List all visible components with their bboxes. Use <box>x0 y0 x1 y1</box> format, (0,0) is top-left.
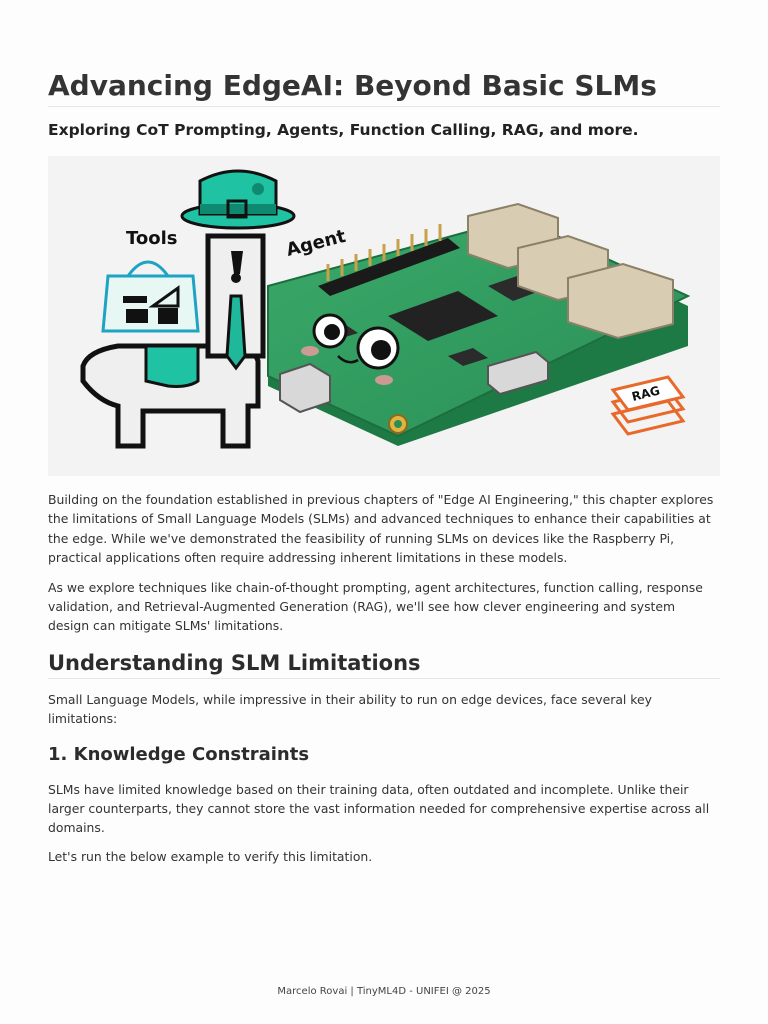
board-face <box>301 313 400 385</box>
page-footer: Marcelo Rovai | TinyML4D - UNIFEI @ 2025 <box>277 986 491 997</box>
page-title: Advancing EdgeAI: Beyond Basic SLMs <box>48 68 720 107</box>
subsection-heading: 1. Knowledge Constraints <box>48 743 310 765</box>
document-page: Advancing EdgeAI: Beyond Basic SLMs Expl… <box>48 68 720 866</box>
green-hat <box>180 169 296 230</box>
page-subtitle: Exploring CoT Prompting, Agents, Functio… <box>48 121 639 139</box>
agent-label: Agent <box>284 226 348 261</box>
rag-label: RAG <box>630 383 661 403</box>
raspberry-pi-board <box>267 202 691 446</box>
llama-character <box>80 169 296 449</box>
subsection-paragraph-2: Let's run the below example to verify th… <box>48 848 373 864</box>
hero-svg: Tools Agent RAG <box>80 169 691 449</box>
tools-label: Tools <box>126 228 178 249</box>
tools-bag <box>101 260 200 333</box>
usb-ports <box>467 202 674 340</box>
intro-paragraph-1: Building on the foundation established i… <box>48 492 714 566</box>
rag-books <box>610 375 686 436</box>
section-intro: Small Language Models, while impressive … <box>48 691 652 727</box>
section-heading: Understanding SLM Limitations <box>48 649 720 679</box>
gpio-header <box>318 224 460 296</box>
subsection-paragraph-1: SLMs have limited knowledge based on the… <box>48 781 710 836</box>
hero-illustration: Tools Agent RAG <box>48 156 720 476</box>
intro-paragraph-2: As we explore techniques like chain-of-t… <box>48 579 703 634</box>
